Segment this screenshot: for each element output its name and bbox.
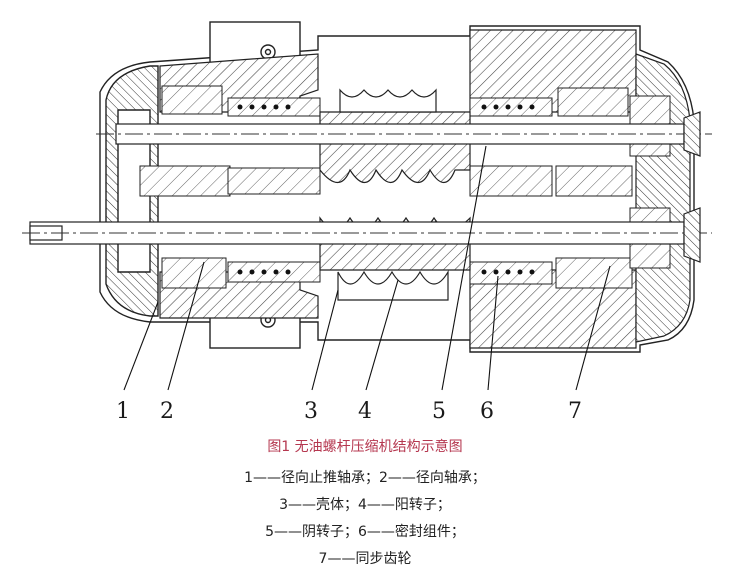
female-rotor <box>319 111 471 184</box>
callout-2: 2 <box>160 399 174 424</box>
figure-title: 图1 无油螺杆压缩机结构示意图 <box>267 439 463 455</box>
callout-3: 3 <box>304 399 318 424</box>
callout-1: 1 <box>116 399 130 424</box>
legend-line-4: 7——同步齿轮 <box>318 551 412 567</box>
legend-line-2: 3——壳体；4——阳转子； <box>279 497 451 513</box>
bearing-block-right-upper <box>557 87 629 117</box>
seal-right-mid <box>469 165 553 197</box>
seal-right-lower <box>469 261 553 285</box>
bearing-block-left-upper <box>161 85 223 115</box>
bearing-block-left-mid <box>139 165 231 197</box>
callout-6: 6 <box>480 399 494 424</box>
bearing-block-left-lower <box>161 257 227 289</box>
legend-line-1: 1——径向止推轴承；2——径向轴承； <box>244 470 486 486</box>
legend-line-3: 5——阴转子；6——密封组件； <box>265 524 465 540</box>
housing-outline <box>99 25 695 353</box>
callout-5: 5 <box>432 399 446 424</box>
bearing-block-right-mid <box>555 165 633 197</box>
callout-7: 7 <box>568 399 582 424</box>
compressor-cross-section: 1 2 3 4 5 6 7 <box>22 21 712 424</box>
bearing-block-right-lower <box>555 257 633 289</box>
seal-left-mid <box>227 167 321 195</box>
callout-4: 4 <box>358 399 372 424</box>
seal-right-upper <box>469 97 553 117</box>
